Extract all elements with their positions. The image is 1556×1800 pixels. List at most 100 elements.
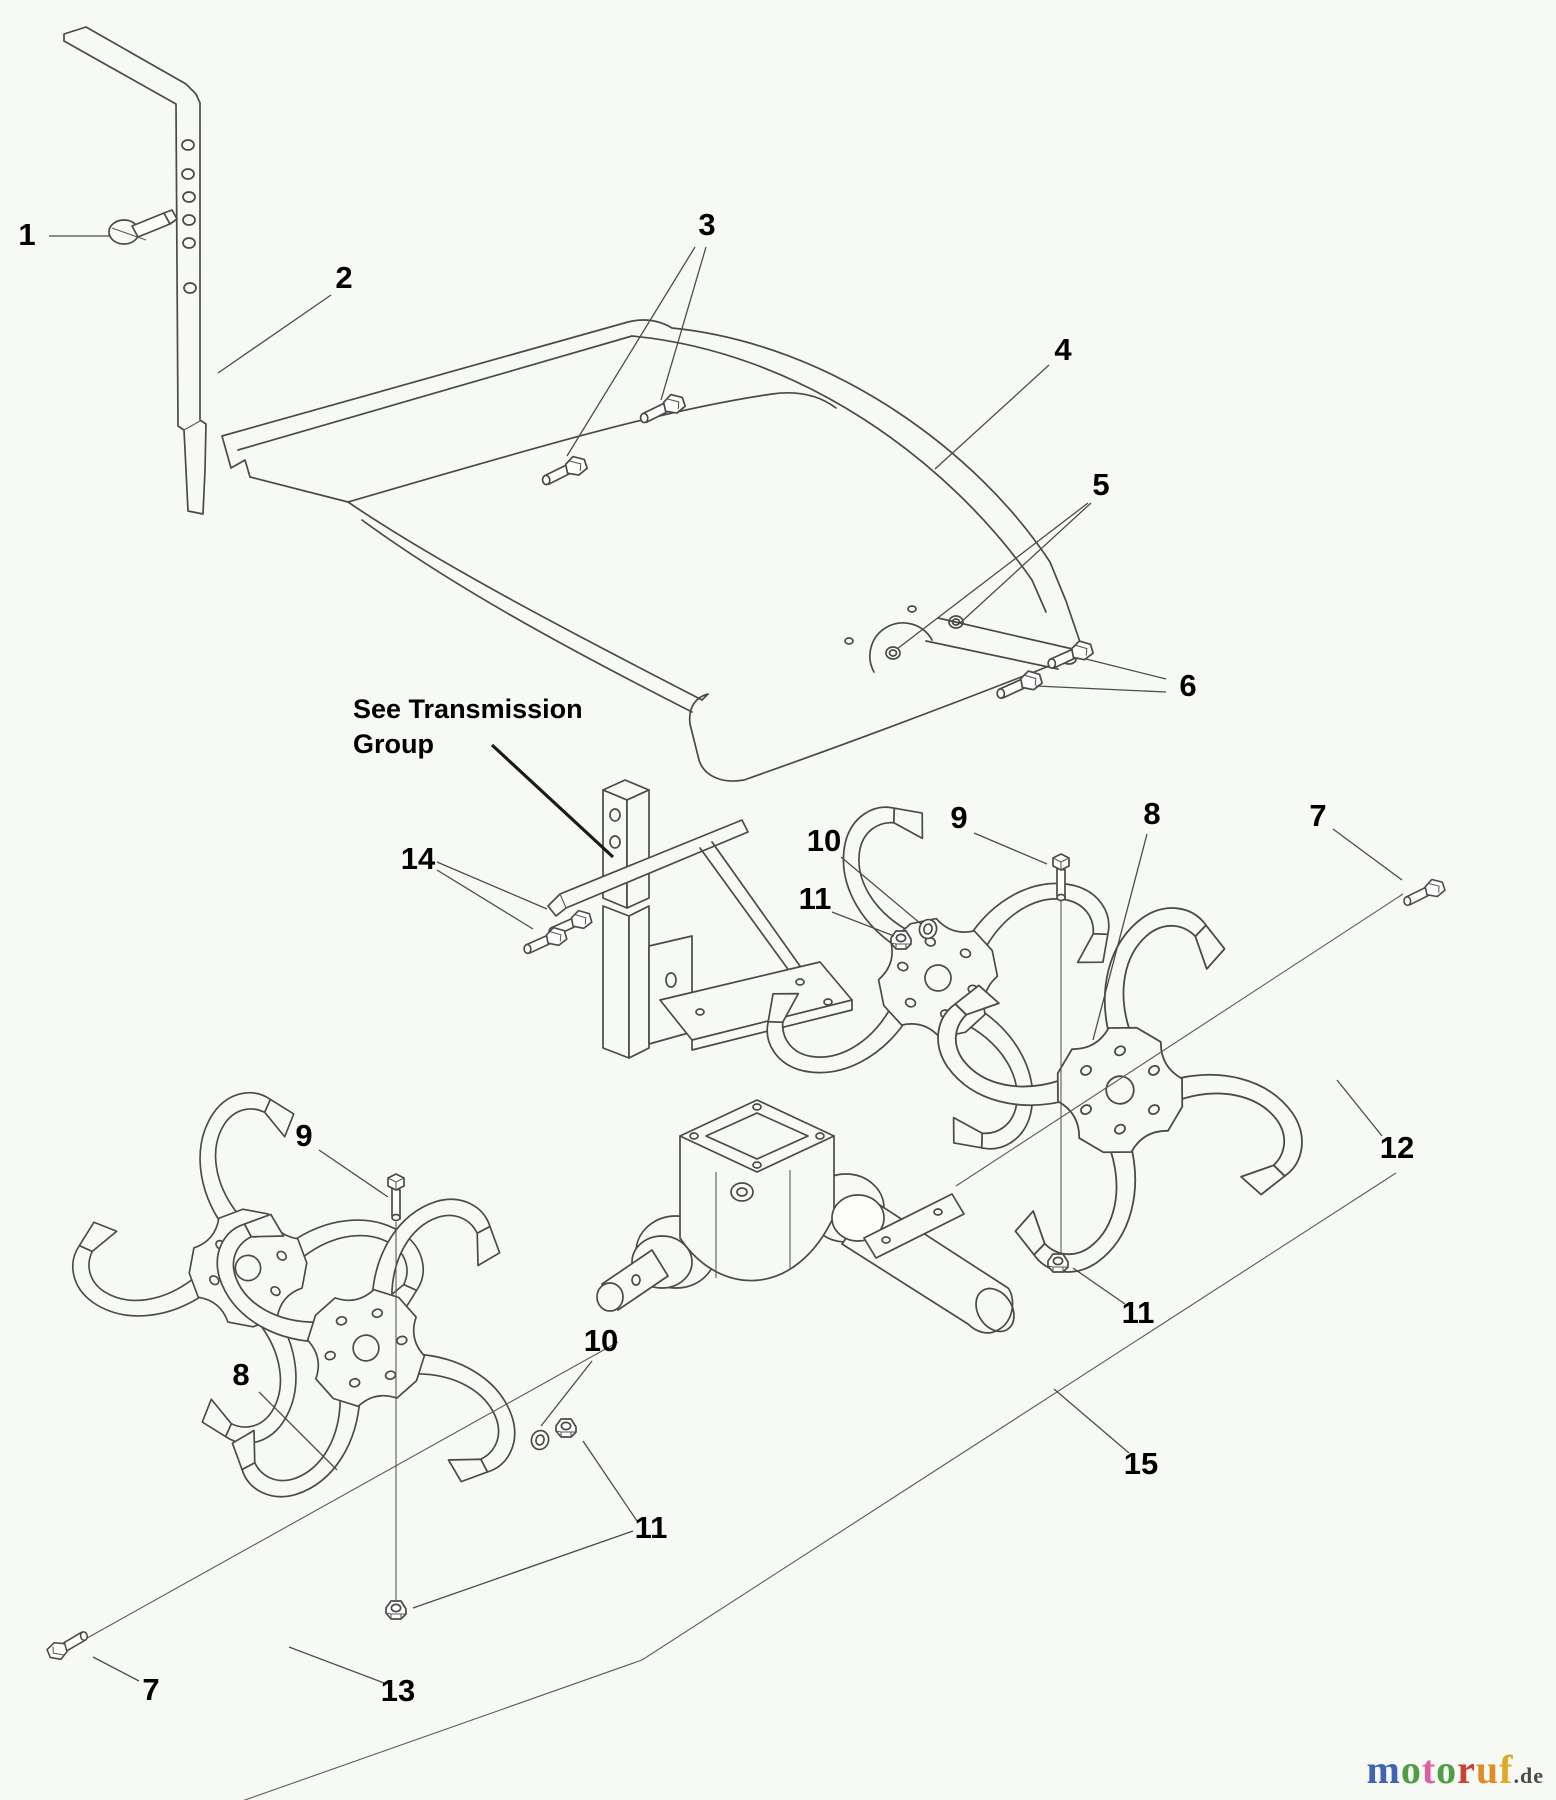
watermark-letter: u [1475,1747,1500,1792]
stake-hole [182,214,196,226]
callout-8-right: 8 [1143,796,1160,831]
right-boss-ring [831,1194,885,1242]
callout-7-right: 7 [1309,798,1326,833]
note-see-transmission-line1: See Transmission [353,694,583,724]
bracket-lower-tube [602,905,630,1059]
callout-9-right: 9 [950,800,967,835]
leader-line-7-right [1332,828,1403,881]
brace-edge [559,893,567,909]
callout-1: 1 [18,217,35,252]
callout-13: 13 [381,1673,415,1708]
bracket-lower-tube-side [628,905,650,1059]
leader-line-6 [1035,685,1167,693]
flange-hole [815,1132,825,1140]
gearbox-plug-inner [736,1187,748,1197]
callout-5: 5 [1092,467,1109,502]
leader-line-15 [1053,1388,1130,1454]
note-leader-line [490,743,615,859]
watermark-letter: m [1366,1747,1401,1792]
stake-hole [181,139,195,151]
shield-left-edge2 [361,519,693,713]
axle-plate-hole [881,1236,891,1244]
leader-line-12 [1336,1079,1383,1137]
shield-hole [844,637,854,645]
left-shaft-hole [631,1274,641,1286]
watermark-letter: r [1457,1747,1476,1792]
watermark-letter: t [1421,1747,1437,1792]
leader-line-10-left [540,1360,593,1427]
gearbox-plug [730,1182,754,1202]
klik-pin [108,209,178,245]
bracket-plate-hole [665,972,677,988]
leader-line-5 [958,502,1092,625]
transmission-bracket [547,779,853,1059]
shield-strut [925,617,1078,670]
leader-line-10-right [840,856,922,925]
leader-line-11-left [582,1440,638,1522]
gearbox [596,1099,1015,1334]
leader-line-11-right [831,911,895,937]
nut-11-axle-right [1047,1253,1069,1273]
nut-11-right [890,930,912,950]
bracket-hole [609,835,621,849]
shield-mount-hole [948,615,964,629]
callout-3: 3 [698,207,715,242]
watermark-letter: o [1436,1747,1458,1792]
depth-stake-notch [183,420,201,431]
watermark-letter: o [1400,1747,1422,1792]
callout-11-left: 11 [635,1510,668,1545]
left-shaft-end [596,1282,624,1312]
watermark-suffix: .de [1513,1763,1544,1788]
shield-fold-line [347,391,837,503]
gearbox-body-lines [715,1170,791,1278]
watermark-letter: f [1499,1747,1514,1792]
shield-mount-hole [885,646,901,660]
callout-10-left: 10 [584,1323,618,1358]
shield-hole [907,605,917,613]
callout-4: 4 [1054,332,1072,367]
note-see-transmission-line2: Group [353,729,434,759]
pin-wire [111,227,147,241]
stake-hole [182,191,196,203]
callout-12: 12 [1380,1130,1414,1165]
gearbox-top-flange [679,1099,835,1173]
depth-stake [63,26,207,515]
flange-hole [689,1132,699,1140]
shield-outline [221,319,1081,782]
bolt-9-left [387,1173,405,1222]
leader-line-13 [288,1646,385,1684]
axis-line-right [955,893,1404,1187]
leader-line-11-left [412,1530,634,1609]
leader-line-9-right [973,832,1048,865]
callout-2: 2 [335,260,352,295]
pin-head [163,209,178,225]
tine-shield [221,319,1081,782]
pin-body [131,212,171,238]
bolt-7-left [44,1630,92,1663]
stake-hole [182,237,196,249]
leader-line-9-left [318,1149,389,1198]
leader-line-5 [896,502,1089,650]
depth-stake-outline [63,26,207,515]
bracket-gusset [699,841,801,973]
callout-11-right: 11 [799,881,832,916]
washer-10-left [528,1427,552,1453]
stake-hole [183,282,197,294]
callout-7-left: 7 [142,1672,159,1707]
axis-line-left [79,1341,619,1643]
bracket-tube-side [626,789,650,909]
leader-line-8-left [258,1391,338,1471]
base-plate-hole [695,1008,705,1016]
nut-11-left-lower [385,1600,407,1620]
leader-line-8-right [1092,833,1148,1041]
leader-line-3 [660,246,707,401]
callout-15: 15 [1124,1446,1158,1481]
callout-9-left: 9 [295,1118,312,1153]
leader-line-14 [436,869,534,930]
leader-line-14 [436,861,548,910]
callout-11-axle-right: 11 [1122,1295,1155,1330]
leader-line-2 [217,294,332,374]
shield-mount-hole-inner [888,649,898,657]
